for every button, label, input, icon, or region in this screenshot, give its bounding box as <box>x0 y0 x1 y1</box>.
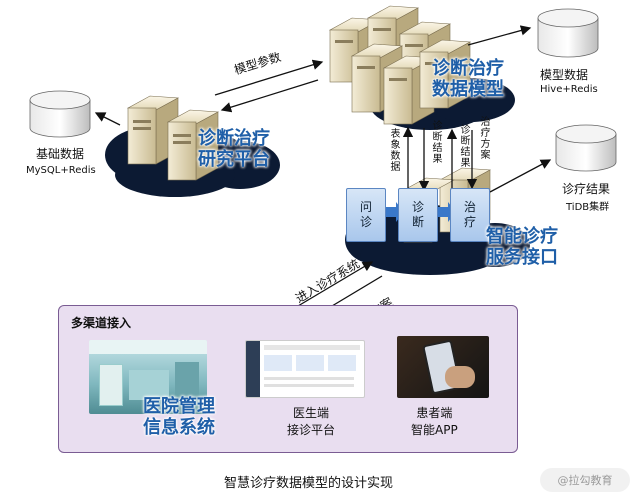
data-model-title: 诊断治疗 数据模型 <box>432 58 504 100</box>
doctor-client-label: 医生端 接诊平台 <box>287 404 335 438</box>
model-data-tech-label: Hive+Redis <box>540 84 598 95</box>
step-treatment-label-1: 治 <box>463 200 476 214</box>
service-api-title-line2: 服务接口 <box>486 247 558 268</box>
step-inquiry-label-2: 诊 <box>359 215 372 229</box>
patient-app-photo <box>397 336 489 398</box>
multichannel-panel: 多渠道接入 医院管理 信息系统 医生端 接诊平台 <box>58 305 518 453</box>
edge-diag-result2-label: 诊断结果 <box>458 124 469 168</box>
step-treatment-label-2: 疗 <box>463 215 476 229</box>
model-servers <box>328 5 472 125</box>
step-treatment-box: 治疗 <box>450 188 490 242</box>
model-data-label: 模型数据 <box>540 68 589 82</box>
his-title-line1: 医院管理 <box>143 396 215 417</box>
service-api-title: 智能诊疗 服务接口 <box>486 226 558 268</box>
patient-client-label-line1: 患者端 <box>416 406 453 420</box>
doctor-client-label-line1: 医生端 <box>293 406 330 420</box>
arrow-model-params-up <box>214 59 324 96</box>
edge-diag-result-label: 诊断结果 <box>430 120 441 164</box>
model-data-db <box>537 8 599 58</box>
his-title: 医院管理 信息系统 <box>143 396 215 438</box>
step-inquiry-box: 问诊 <box>346 188 386 242</box>
step-diagnosis-label-1: 诊 <box>411 200 424 214</box>
diag-result-db <box>555 124 617 172</box>
edge-features-label: 表象数据 <box>388 128 399 172</box>
research-servers <box>126 95 220 181</box>
watermark: @拉勾教育 <box>540 468 630 492</box>
multichannel-title: 多渠道接入 <box>71 316 132 330</box>
diag-result-label: 诊疗结果 <box>562 182 611 196</box>
patient-client-label: 患者端 智能APP <box>411 404 458 438</box>
base-data-label: 基础数据 <box>36 147 85 161</box>
figure-caption: 智慧诊疗数据模型的设计实现 <box>224 476 394 491</box>
doctor-client-label-line2: 接诊平台 <box>287 423 336 437</box>
base-data-tech-label: MySQL+Redis <box>26 165 96 176</box>
step-inquiry-label-1: 问 <box>359 200 372 214</box>
service-api-title-line1: 智能诊疗 <box>486 226 558 247</box>
research-platform-title-line1: 诊断治疗 <box>198 128 270 149</box>
data-model-title-line2: 数据模型 <box>432 79 504 100</box>
doctor-client-screenshot <box>245 340 365 398</box>
step-diagnosis-label-2: 断 <box>411 215 424 229</box>
arrow-enter-system <box>297 261 374 307</box>
arrow-to-diag-result <box>489 159 552 193</box>
edge-treatment-plan-label: 治疗方案 <box>478 116 489 160</box>
patient-client-label-line2: 智能APP <box>411 423 458 437</box>
diag-result-tech-label: TiDB集群 <box>566 202 610 213</box>
his-title-line2: 信息系统 <box>143 417 215 438</box>
arrow-model-params-down <box>220 79 319 113</box>
research-platform-title-line2: 研究平台 <box>198 149 270 170</box>
base-data-db <box>29 90 91 138</box>
flow-arrows <box>94 25 552 319</box>
step-diagnosis-box: 诊断 <box>398 188 438 242</box>
data-model-title-line1: 诊断治疗 <box>432 58 504 79</box>
arrow-to-base-data <box>94 112 121 126</box>
hospital-photo <box>89 340 207 414</box>
research-platform-title: 诊断治疗 研究平台 <box>198 128 270 170</box>
arrow-to-model-data <box>467 25 532 46</box>
